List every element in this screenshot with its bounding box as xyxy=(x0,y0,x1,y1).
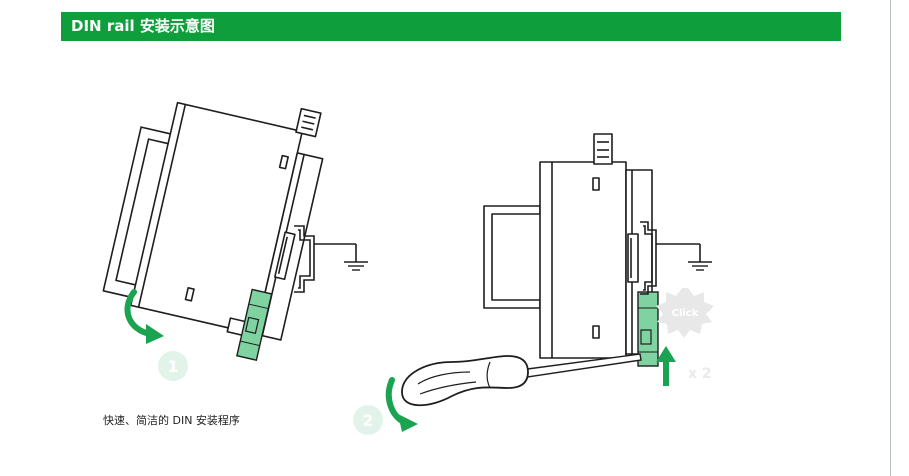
din-clip-right xyxy=(637,291,659,367)
repeat-count-label: x 2 xyxy=(688,366,712,382)
module-mounted xyxy=(483,133,653,359)
rotate-arrow-icon xyxy=(124,289,164,344)
lever-arrow-icon xyxy=(385,377,418,432)
module-slot-bottom xyxy=(592,325,600,339)
step-2-badge: 2 xyxy=(353,405,383,435)
module-rail-recess xyxy=(627,233,639,283)
module-tilted xyxy=(102,101,324,341)
module-slot-top xyxy=(278,154,289,170)
step-1-number: 1 xyxy=(167,357,178,376)
installation-caption: 快速、简洁的 DIN 安装程序 xyxy=(103,414,240,427)
module-body xyxy=(539,161,627,359)
section-title: DIN rail 安装示意图 xyxy=(71,17,215,35)
din-rail-right xyxy=(640,221,701,295)
step-2-number: 2 xyxy=(362,411,373,430)
ground-symbol-left xyxy=(344,261,368,271)
section-header: DIN rail 安装示意图 xyxy=(61,12,841,41)
click-badge-label: Click xyxy=(672,308,699,319)
module-top-terminal xyxy=(593,133,613,165)
push-up-arrow-icon xyxy=(656,346,676,386)
din-rail-left xyxy=(294,225,357,293)
step-1-badge: 1 xyxy=(158,351,188,381)
ground-symbol-right xyxy=(688,261,712,271)
module-back-plate xyxy=(483,205,541,309)
module-slot-bottom xyxy=(184,287,195,302)
din-clip-left xyxy=(236,288,273,362)
click-badge: Click xyxy=(656,288,714,338)
module-slot-top xyxy=(592,177,600,191)
page-edge-divider xyxy=(890,0,891,476)
screwdriver-icon xyxy=(401,353,642,407)
